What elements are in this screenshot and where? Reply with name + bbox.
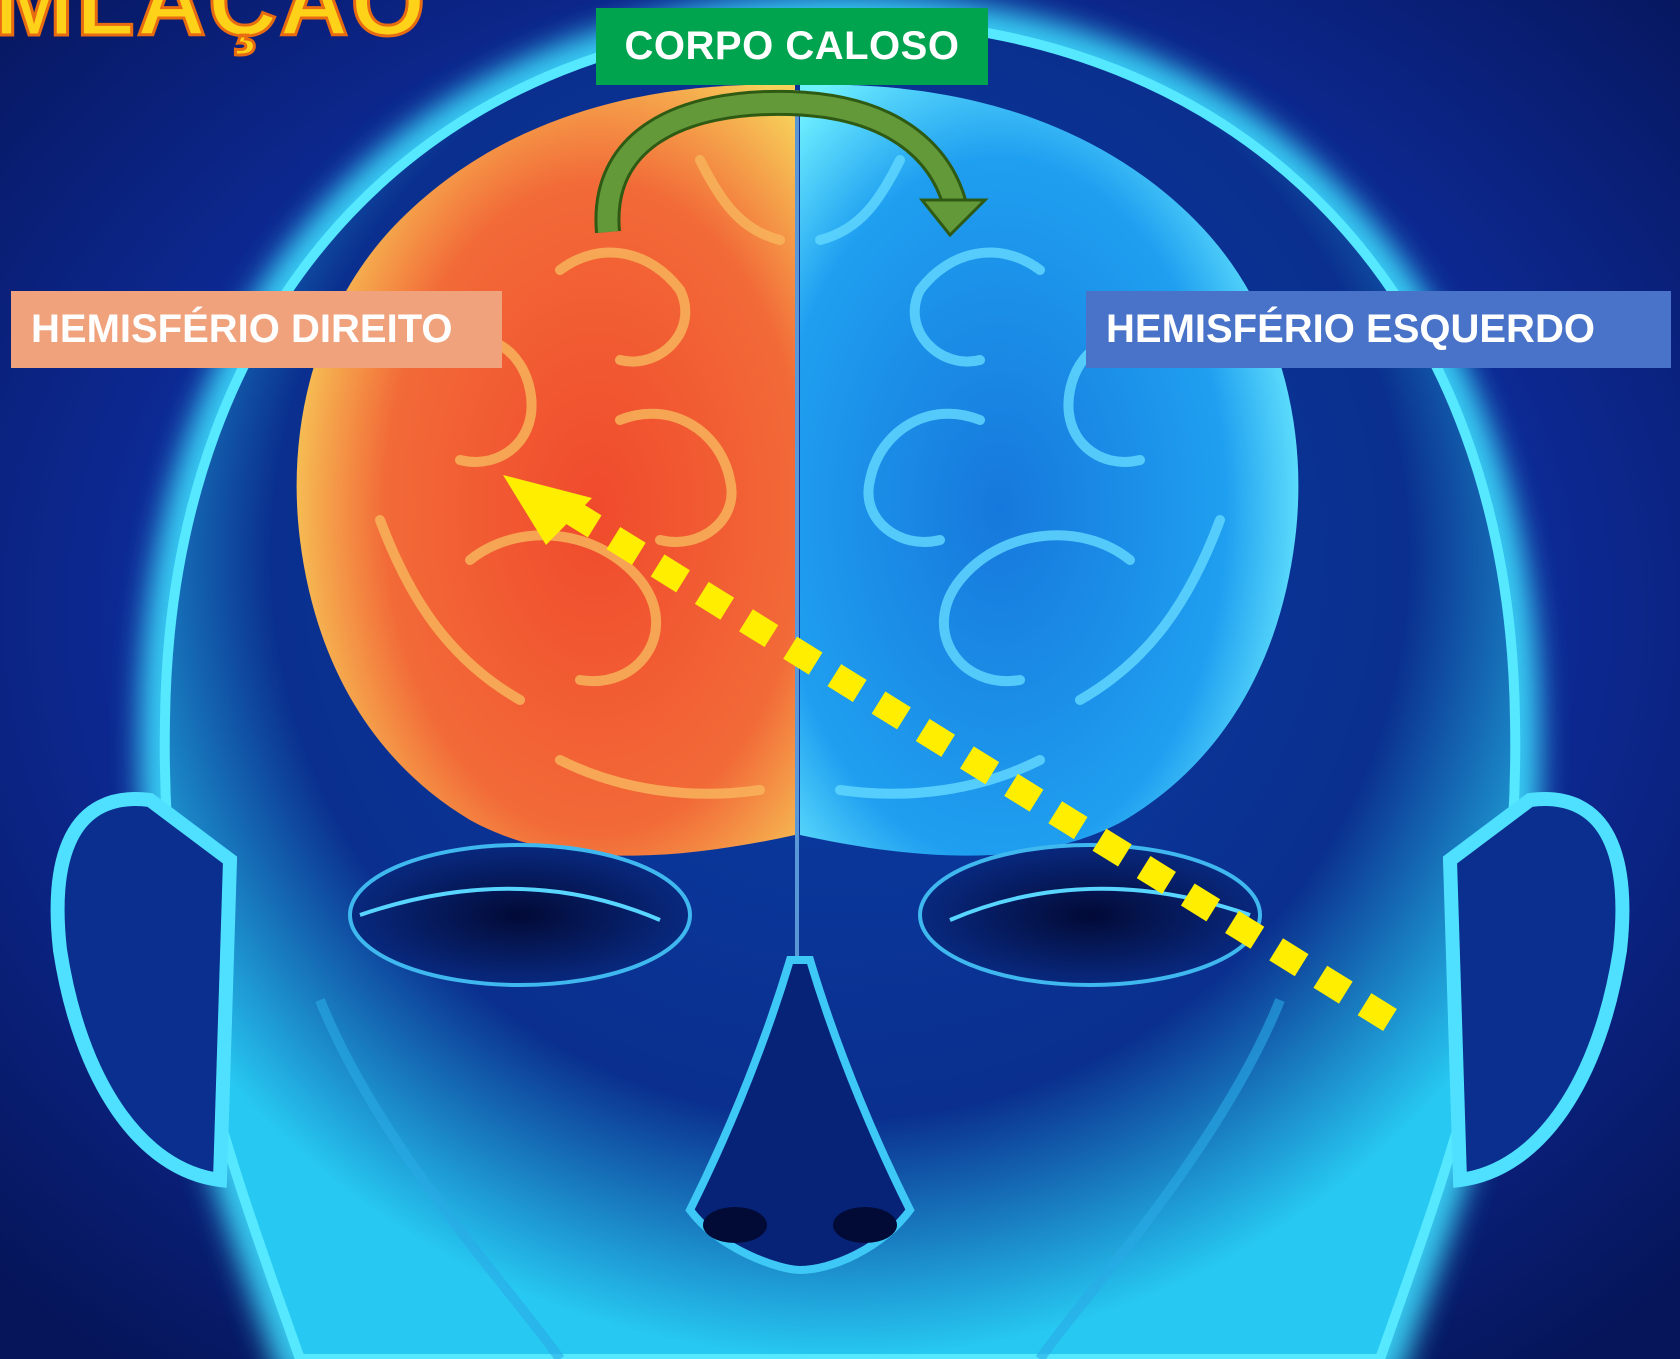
right-eye-socket bbox=[350, 845, 690, 985]
corpus-callosum-label: CORPO CALOSO bbox=[596, 8, 988, 85]
left-hemisphere-label: HEMISFÉRIO ESQUERDO bbox=[1086, 291, 1671, 368]
right-hemisphere-label: HEMISFÉRIO DIREITO bbox=[11, 291, 502, 368]
title-fragment: MLAÇÃO bbox=[0, 0, 427, 58]
